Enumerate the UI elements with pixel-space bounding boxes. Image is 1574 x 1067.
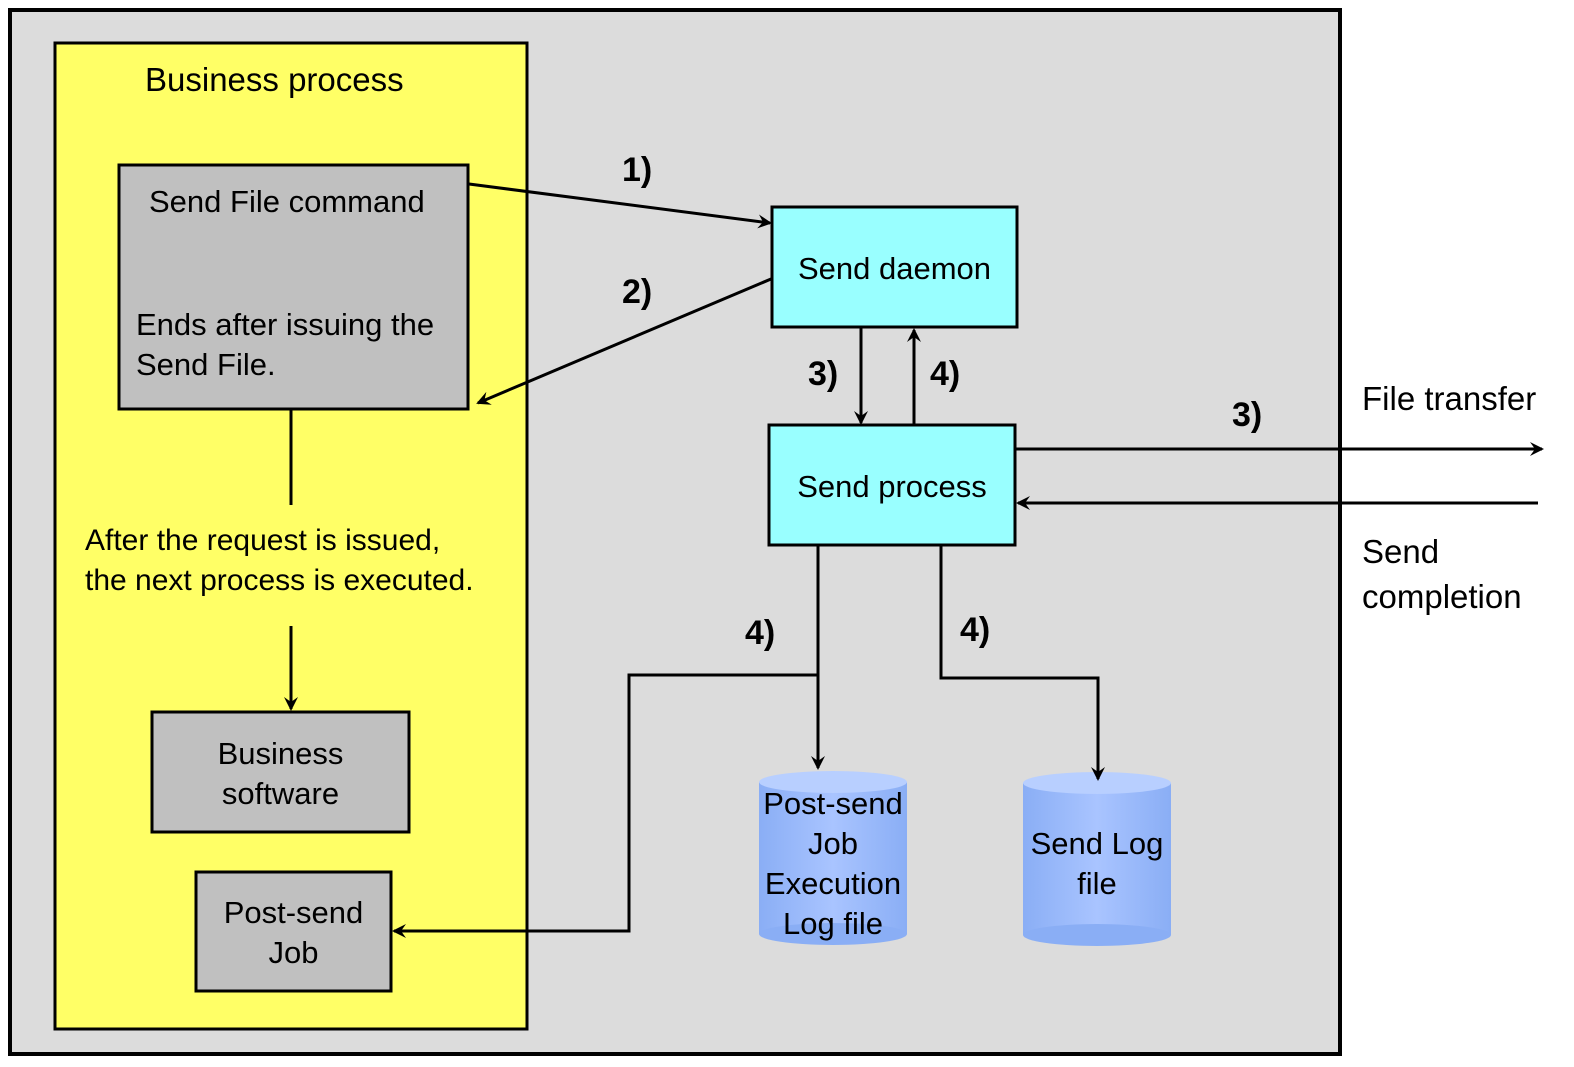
post-send-log-cylinder [759, 771, 907, 945]
post-send-log-label-4: Log file [783, 906, 883, 941]
step-label-3-daemon: 3) [808, 355, 839, 393]
after-request-note-2: the next process is executed. [85, 564, 474, 597]
send-log-label-1: Send Log [1030, 826, 1164, 861]
send-process-box [767, 423, 1017, 547]
send-file-command-note-1: Ends after issuing the [136, 307, 435, 342]
send-daemon-label: Send daemon [797, 251, 992, 286]
business-process-title: Business process [145, 61, 404, 98]
post-send-job-label-1: Post-send [223, 895, 364, 930]
send-file-command-note-2: Send File. [136, 347, 276, 382]
step-label-4-left: 4) [745, 614, 776, 652]
business-software-box [150, 710, 411, 834]
send-log-label-2: file [1077, 866, 1117, 901]
business-software-label-1: Business [217, 736, 344, 771]
arrow-step1 [468, 182, 772, 229]
send-file-command-box [117, 163, 470, 411]
business-software-label-2: software [221, 776, 340, 811]
file-transfer-label: File transfer [1362, 380, 1537, 417]
send-log-cylinder [1023, 772, 1171, 946]
step-label-3-transfer: 3) [1232, 396, 1263, 434]
post-send-job-label-2: Job [268, 935, 319, 970]
arrow-to-post-send-job [392, 673, 818, 938]
send-file-command-title: Send File command [149, 184, 425, 219]
step-label-1: 1) [622, 151, 653, 189]
post-send-log-label-1: Post-send [763, 786, 903, 821]
post-send-log-label-2: Job [808, 826, 858, 861]
step-label-2: 2) [622, 273, 653, 311]
send-process-label: Send process [797, 469, 987, 504]
arrow-to-send-log [939, 545, 1105, 781]
step-label-4-daemon: 4) [930, 355, 961, 393]
step-label-4-right: 4) [960, 611, 991, 649]
send-completion-label-1: Send [1362, 533, 1440, 570]
after-request-note-1: After the request is issued, [85, 524, 441, 557]
post-send-log-label-3: Execution [764, 866, 902, 901]
send-completion-label-2: completion [1362, 578, 1522, 615]
send-daemon-box [770, 205, 1019, 329]
arrow-step2 [476, 277, 772, 405]
post-send-job-box [194, 870, 393, 993]
